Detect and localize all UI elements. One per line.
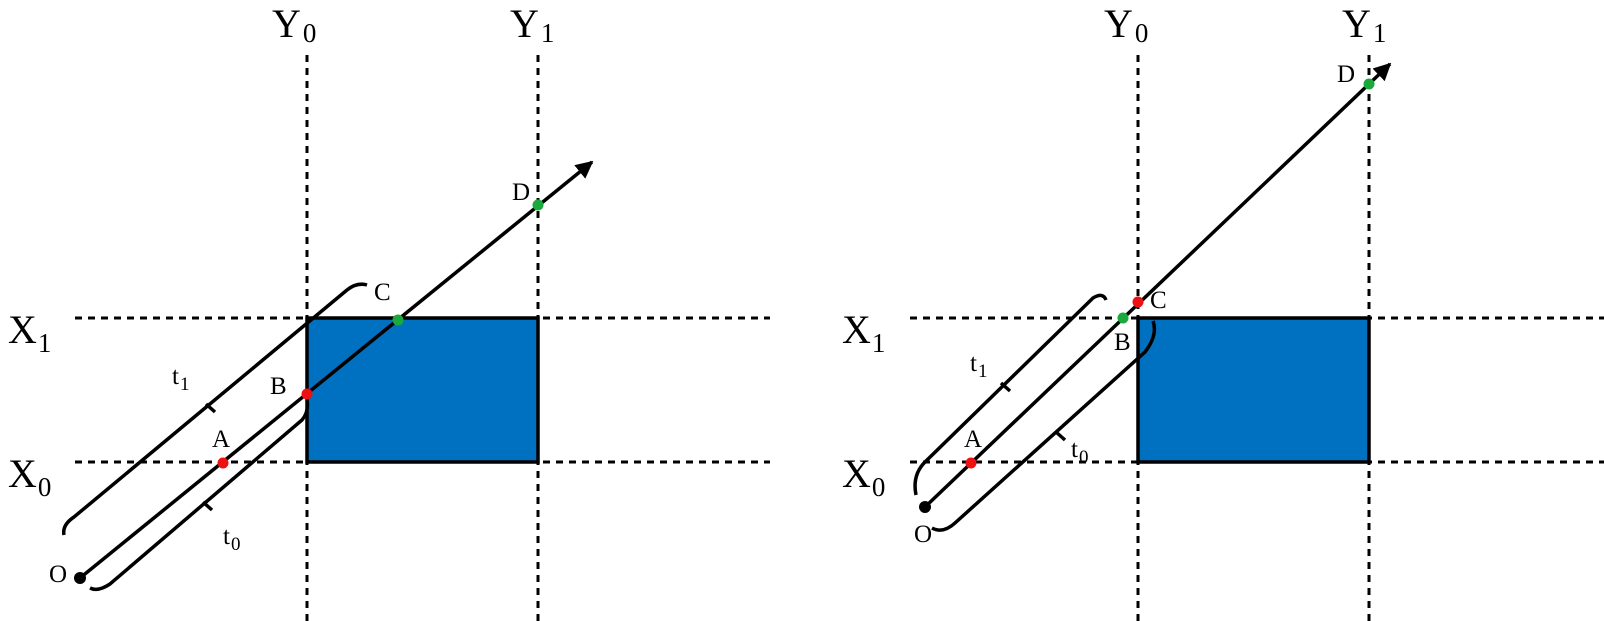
x0-label: X0: [8, 451, 51, 502]
left-panel: X1 X0 Y0 Y1 t1 t0 A B C D O: [8, 1, 770, 621]
t1-tick: [999, 381, 1012, 393]
point-b-label: B: [270, 373, 287, 400]
x1-label: X1: [842, 307, 885, 358]
origin-label: O: [914, 521, 932, 548]
t1-tick: [204, 402, 217, 414]
point-b: [1132, 296, 1144, 308]
ray: [923, 62, 1392, 509]
point-d: [1363, 78, 1375, 90]
t1-bracket: [61, 282, 368, 536]
right-panel: X1 X0 Y0 Y1 t1 t0 A B C D O: [842, 1, 1604, 621]
bounding-box: [305, 316, 540, 464]
origin-point: [919, 501, 931, 513]
point-c: [1117, 312, 1129, 324]
ray: [78, 160, 594, 580]
point-d: [532, 199, 544, 211]
origin-point: [74, 572, 86, 584]
x1-label: X1: [8, 307, 51, 358]
point-a-label: A: [212, 426, 230, 453]
point-b-label: B: [1114, 329, 1131, 356]
point-d-label: D: [512, 179, 530, 206]
t0-bracket: [931, 320, 1157, 532]
t0-bracket: [89, 399, 310, 592]
point-c-label: C: [1150, 287, 1167, 314]
t0-tick: [1054, 430, 1067, 442]
point-a-label: A: [964, 426, 982, 453]
t1-label: t1: [970, 350, 987, 382]
t0-label: t0: [1071, 436, 1088, 468]
t0-label: t0: [223, 523, 240, 555]
t1-bracket: [913, 293, 1108, 496]
y0-label: Y0: [272, 1, 316, 48]
point-d-label: D: [1337, 61, 1355, 88]
origin-label: O: [49, 561, 67, 588]
y0-label: Y0: [1104, 1, 1148, 48]
t1-label: t1: [172, 363, 189, 395]
y1-label: Y1: [510, 1, 554, 48]
x0-label: X0: [842, 451, 885, 502]
point-b: [301, 388, 313, 400]
bounding-box: [1136, 316, 1371, 464]
point-c-label: C: [374, 279, 391, 306]
t0-tick: [201, 500, 214, 512]
point-c: [392, 314, 404, 326]
point-a: [965, 457, 977, 469]
point-a: [217, 457, 229, 469]
y1-label: Y1: [1342, 1, 1386, 48]
